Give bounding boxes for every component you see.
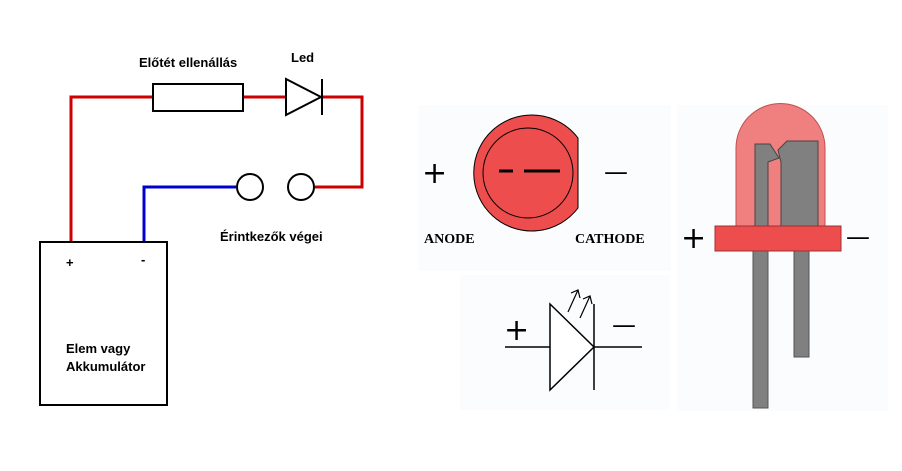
contact-right bbox=[287, 173, 315, 201]
side-minus-sign: — bbox=[846, 223, 870, 251]
positive-wire-left bbox=[69, 95, 153, 242]
resistor-label: Előtét ellenállás bbox=[139, 55, 237, 70]
top-plus-sign: + bbox=[422, 156, 447, 191]
led-top-body bbox=[473, 114, 579, 232]
resistor bbox=[152, 83, 244, 112]
top-minus-sign: — bbox=[604, 158, 628, 186]
led-symbol: + — bbox=[460, 275, 670, 410]
contact-left bbox=[236, 173, 264, 201]
led-cathode-anvil bbox=[777, 140, 819, 227]
light-emission-arrows bbox=[567, 289, 593, 319]
led-side-view: + — bbox=[677, 103, 888, 411]
led-diode-symbol bbox=[285, 77, 324, 117]
led-lead-anode bbox=[752, 249, 769, 409]
symbol-triangle bbox=[549, 302, 596, 392]
contacts-label: Érintkezők végei bbox=[220, 229, 323, 244]
anode-label: ANODE bbox=[424, 232, 475, 247]
symbol-plus-sign: + bbox=[504, 313, 529, 348]
led-top-inner-ring bbox=[482, 127, 574, 219]
symbol-minus-sign: — bbox=[612, 311, 636, 339]
led-lead-cathode bbox=[793, 249, 810, 358]
battery-label-line2: Akkumulátor bbox=[66, 359, 145, 374]
side-plus-sign: + bbox=[681, 221, 706, 256]
circuit-schematic: Előtét ellenállás Led Érintkezők végei +… bbox=[39, 50, 364, 406]
negative-wire bbox=[142, 185, 236, 242]
cathode-label: CATHODE bbox=[575, 232, 645, 247]
led-flange bbox=[714, 225, 842, 252]
battery-label-line1: Elem vagy bbox=[66, 341, 131, 356]
battery bbox=[39, 241, 168, 406]
positive-wire-right bbox=[315, 95, 364, 189]
battery-plus-label: + bbox=[66, 255, 74, 270]
battery-minus-label: - bbox=[141, 252, 145, 267]
led-label: Led bbox=[291, 50, 314, 65]
led-top-view: + — ANODE CATHODE bbox=[418, 105, 671, 271]
